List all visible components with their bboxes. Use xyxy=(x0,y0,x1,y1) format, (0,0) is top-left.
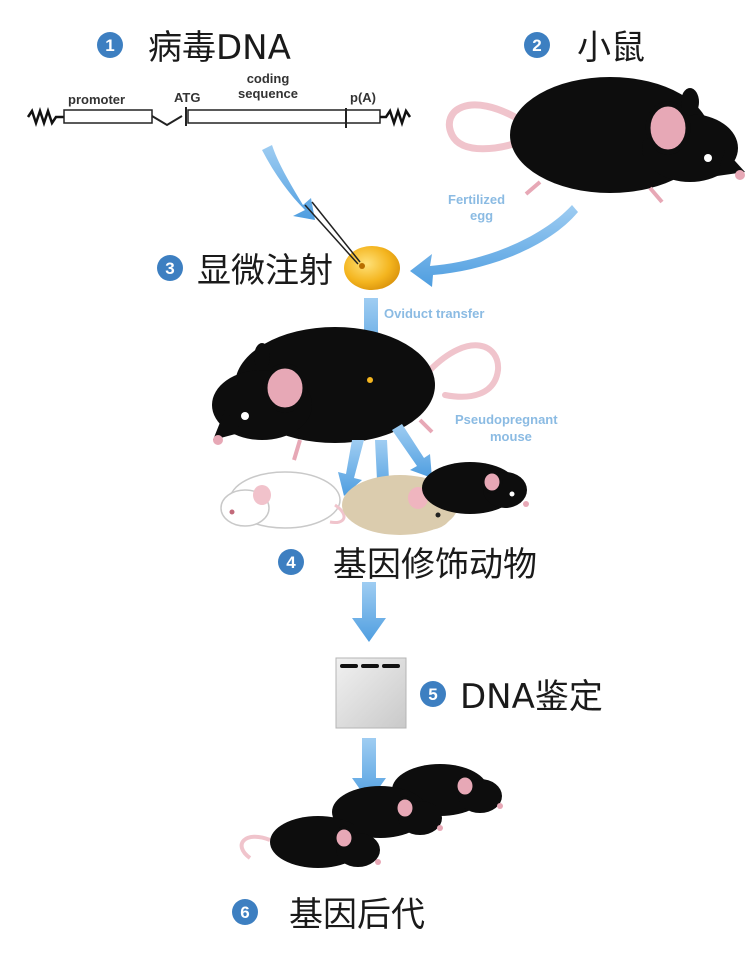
arrow-to-dna-test xyxy=(352,582,386,642)
gel-plate xyxy=(335,657,407,729)
step-3-number: 3 xyxy=(165,259,174,278)
gel-band-2 xyxy=(361,664,379,668)
injection-needle xyxy=(304,204,359,265)
founder-mice xyxy=(220,462,529,535)
step-2: 2 小鼠 xyxy=(524,28,645,68)
atg-label: ATG xyxy=(174,90,200,105)
step-4-label: 基因修饰动物 xyxy=(333,545,537,585)
step-5-number: 5 xyxy=(428,685,437,704)
arrow-to-offspring xyxy=(352,738,386,802)
step-3-badge xyxy=(157,255,183,281)
black-mouse xyxy=(422,462,529,514)
promoter-label: promoter xyxy=(68,92,125,107)
step-5-label: DNA鉴定 xyxy=(460,677,603,717)
arrow-birth-3 xyxy=(392,424,432,478)
dna-linker xyxy=(151,115,183,127)
step-6: 6 基因后代 xyxy=(232,895,425,935)
donor-mouse-ear xyxy=(645,101,691,155)
coding-sequence-box xyxy=(187,109,381,124)
step-6-number: 6 xyxy=(240,903,249,922)
step-1: 1 病毒DNA xyxy=(97,28,291,68)
gel-band-3 xyxy=(382,664,400,668)
fertilized-egg xyxy=(344,246,400,290)
pseudopregnant-label-line2: mouse xyxy=(490,429,532,444)
dna-construct: promoter ATG coding sequence p(A) xyxy=(26,71,412,128)
coding-label-line2: sequence xyxy=(238,86,298,101)
pseudopregnant-mouse: Pseudopregnant mouse xyxy=(212,327,558,461)
step-2-badge xyxy=(524,32,550,58)
step-3: 3 显微注射 xyxy=(157,251,333,291)
step-4-number: 4 xyxy=(286,553,296,572)
fertilized-egg-label-line2: egg xyxy=(470,208,493,223)
polya-label: p(A) xyxy=(350,90,376,105)
pseudopregnant-label-line1: Pseudopregnant xyxy=(455,412,558,427)
gel-band-1 xyxy=(340,664,358,668)
offspring-mice xyxy=(239,764,503,868)
coding-label-line1: coding xyxy=(247,71,290,86)
offspring-mouse-middle xyxy=(332,786,443,838)
step-1-badge xyxy=(97,32,123,58)
step-2-number: 2 xyxy=(532,36,541,55)
step-6-label: 基因后代 xyxy=(289,895,425,935)
dna-squiggle-left xyxy=(26,107,66,127)
step-1-label: 病毒DNA xyxy=(148,28,291,68)
step-6-badge xyxy=(232,899,258,925)
promoter-box xyxy=(63,109,153,124)
step-4-badge xyxy=(278,549,304,575)
step-4: 4 基因修饰动物 xyxy=(278,545,537,585)
dna-squiggle-right xyxy=(380,107,412,127)
fertilized-egg-label-line1: Fertilized xyxy=(448,192,505,207)
step-1-number: 1 xyxy=(105,36,114,55)
donor-mouse: Fertilized egg xyxy=(445,77,745,223)
arrow-mouse-to-injection xyxy=(410,205,578,287)
arrow-birth-1 xyxy=(338,440,364,496)
step-5: 5 DNA鉴定 xyxy=(420,677,603,717)
oviduct-transfer-label: Oviduct transfer xyxy=(384,306,484,321)
step-5-badge xyxy=(420,681,446,707)
step-3-label: 显微注射 xyxy=(197,251,333,291)
offspring-mouse-front xyxy=(239,816,381,868)
injection-egg xyxy=(304,201,400,290)
arrow-dna-to-injection xyxy=(262,145,315,220)
step-2-label: 小鼠 xyxy=(577,28,645,68)
white-mouse xyxy=(220,471,346,529)
gel-image xyxy=(335,657,407,729)
